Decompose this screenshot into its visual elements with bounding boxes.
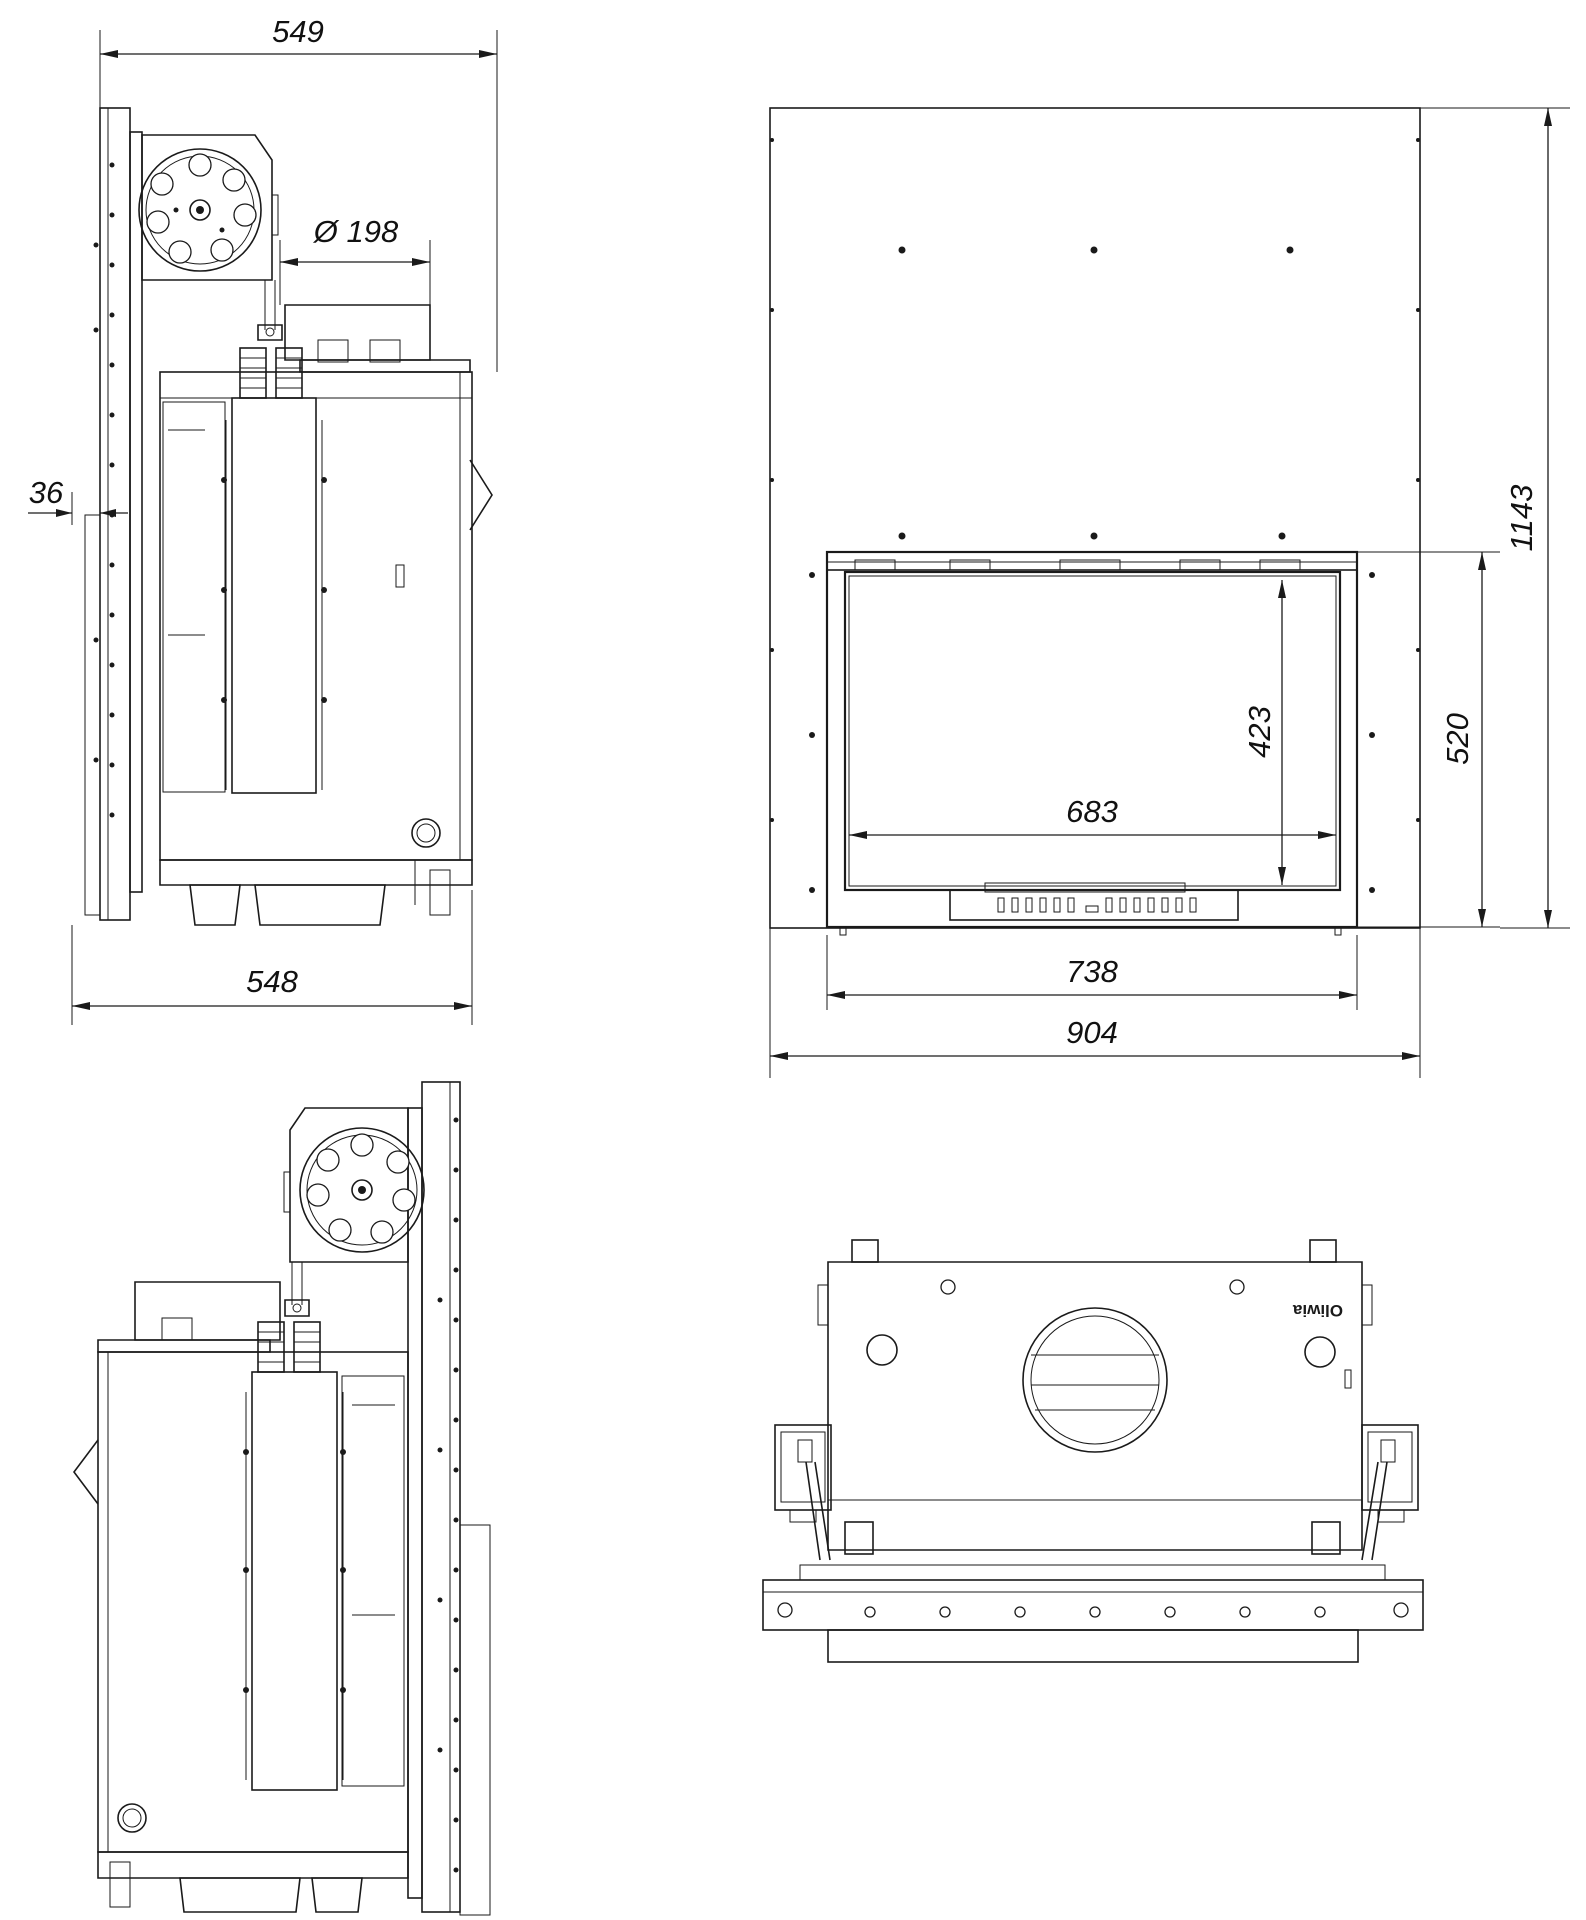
baffle-plates-lower <box>341 1375 405 1787</box>
dim-label-520: 520 <box>1440 713 1475 765</box>
dim-label-738: 738 <box>1066 954 1118 989</box>
top-body <box>827 1261 1363 1551</box>
dim-548: 548 <box>71 890 473 1025</box>
dim-label-198: Ø 198 <box>313 214 399 249</box>
door-frame <box>825 550 1359 929</box>
top-duct <box>1022 1307 1168 1453</box>
base-ashtray <box>159 859 473 926</box>
dim-423: 423 <box>1242 580 1286 885</box>
air-inlet-lower <box>117 1803 147 1833</box>
front-wall-screws-lower <box>437 1117 459 1873</box>
dim-904: 904 <box>769 928 1421 1078</box>
duct-collar-lower <box>97 1281 281 1353</box>
dim-1143: 1143 <box>1420 107 1570 929</box>
dim-label-423: 423 <box>1242 706 1277 758</box>
top-port-right <box>1304 1336 1336 1368</box>
cladding-strip-lower <box>459 1524 491 1916</box>
front-panel-screws <box>770 138 1420 822</box>
cable-hanger-lower <box>284 1262 310 1317</box>
handle-bracket <box>469 459 493 531</box>
front-view <box>769 107 1421 936</box>
side-view-lower <box>73 1081 491 1916</box>
handle-bracket-lower <box>73 1439 99 1505</box>
firebox-body-lower <box>97 1351 409 1853</box>
side-view-upper <box>84 107 493 926</box>
front-wall-screws <box>93 162 115 818</box>
dim-label-1143: 1143 <box>1504 485 1539 552</box>
dim-label-683: 683 <box>1066 794 1118 829</box>
dim-520: 520 <box>1357 551 1500 928</box>
fan-housing-lower <box>283 1107 425 1263</box>
dim-label-36: 36 <box>29 475 64 510</box>
inspection-slot <box>395 564 405 588</box>
top-view: Oliwia <box>762 1239 1424 1663</box>
top-bolt-right <box>1229 1279 1245 1295</box>
heat-exchanger-lower <box>243 1321 346 1791</box>
dim-738: 738 <box>826 935 1358 1010</box>
cladding-strip <box>84 514 101 916</box>
duct-collar <box>284 304 471 373</box>
front-frame-bar <box>762 1564 1424 1631</box>
dim-549: 549 <box>99 14 498 372</box>
dim-label-904: 904 <box>1066 1015 1118 1050</box>
air-inlet <box>411 818 441 848</box>
front-wall-plate-lower <box>421 1081 461 1913</box>
front-inner-plate <box>129 131 143 893</box>
brand-logo: Oliwia <box>1292 1301 1343 1320</box>
hinge-right <box>1361 1424 1419 1561</box>
base-ashtray-lower <box>97 1851 409 1913</box>
dim-36: 36 <box>28 475 128 525</box>
dim-label-549: 549 <box>272 14 324 49</box>
door-profile <box>827 1629 1359 1663</box>
dim-198: Ø 198 <box>279 214 431 305</box>
top-port-left <box>866 1334 898 1366</box>
dim-label-548: 548 <box>246 964 298 999</box>
air-grille <box>949 882 1239 921</box>
hinge-left <box>774 1424 832 1561</box>
fan-housing <box>138 134 279 281</box>
cable-hanger <box>257 280 283 341</box>
baffle-plates <box>162 401 226 793</box>
top-bolt-left <box>940 1279 956 1295</box>
heat-exchanger <box>221 347 327 794</box>
dim-683: 683 <box>849 794 1336 839</box>
